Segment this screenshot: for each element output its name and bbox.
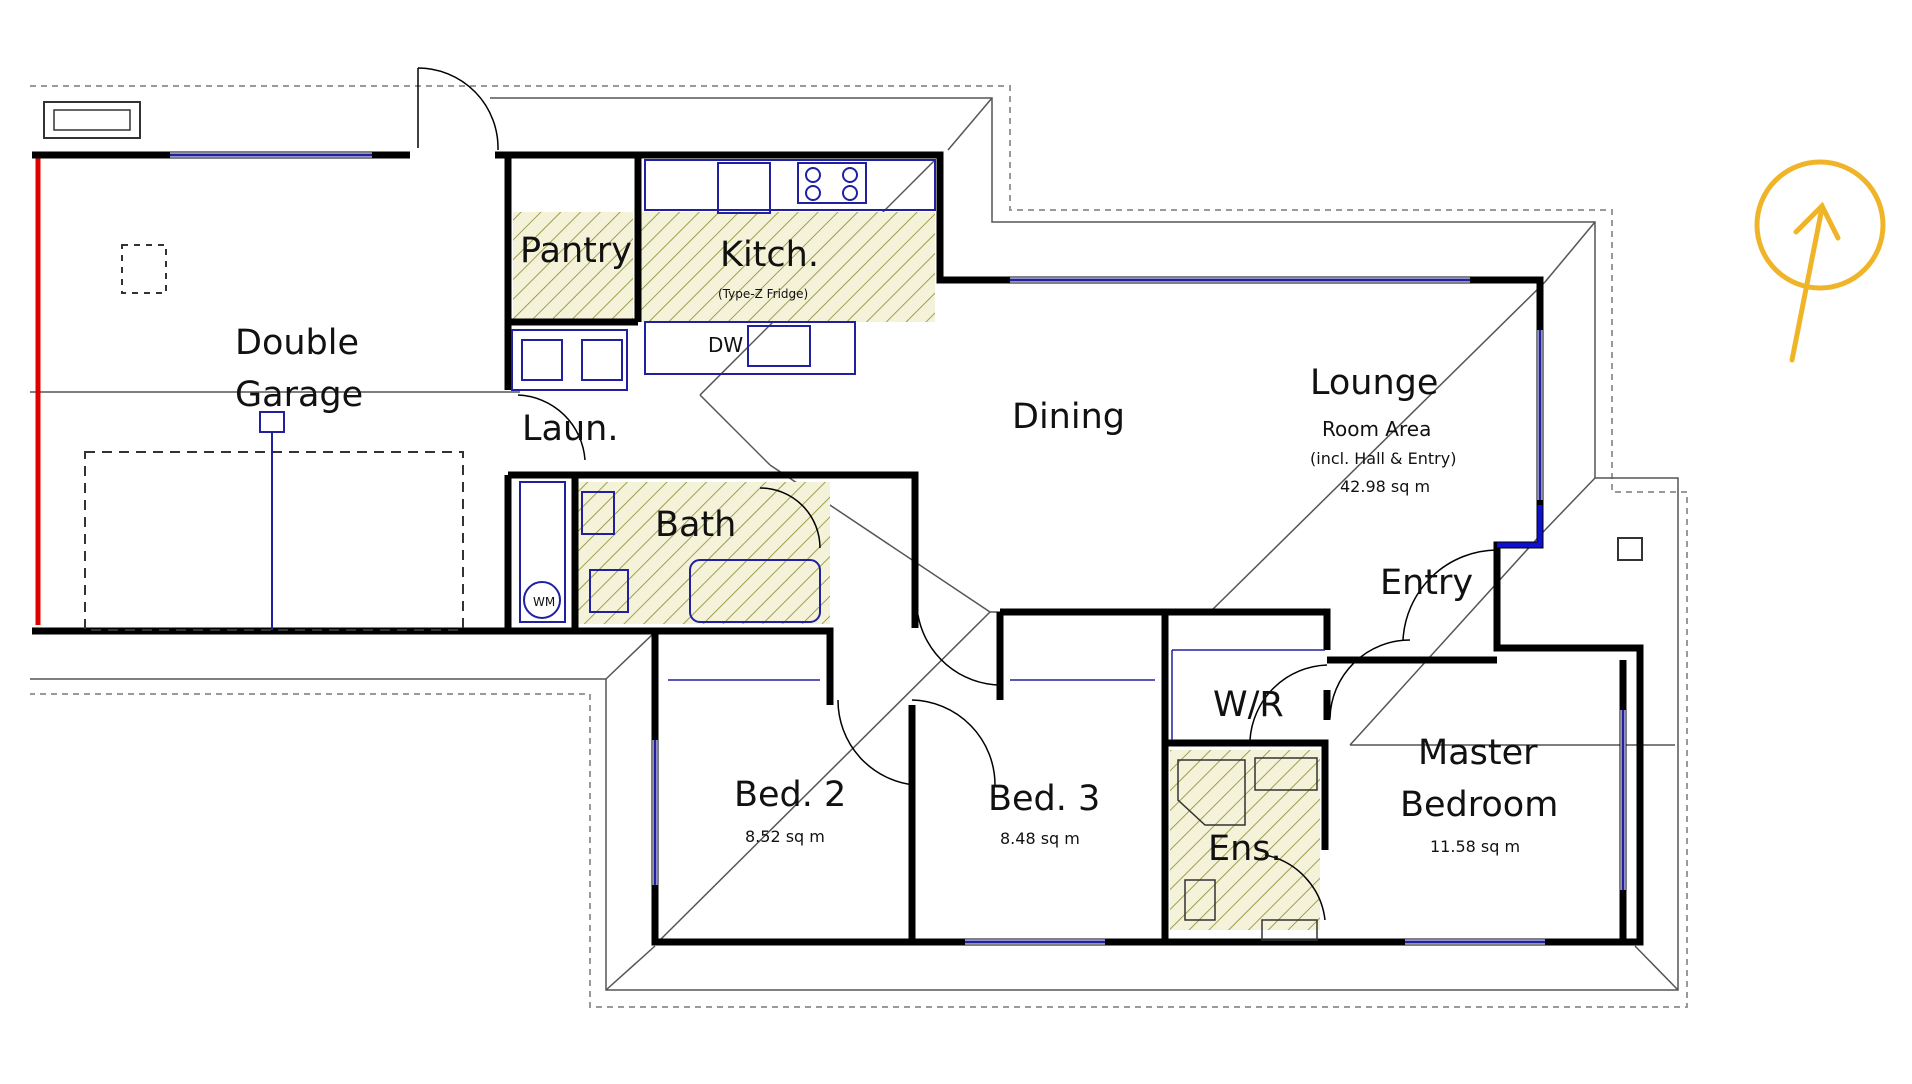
wet-areas xyxy=(513,212,1320,930)
dishwasher-label: DW xyxy=(708,333,743,357)
garage-label-line2: Garage xyxy=(235,375,363,415)
bath-label: Bath xyxy=(655,505,736,545)
wardrobes xyxy=(668,649,1325,740)
master-label-line2: Bedroom xyxy=(1400,785,1558,825)
ensuite-fixtures xyxy=(1177,757,1318,941)
kitchen-fixtures xyxy=(511,159,936,623)
bed2-area: 8.52 sq m xyxy=(745,827,825,846)
north-arrow-icon xyxy=(1754,159,1886,363)
garage-door-motor xyxy=(259,411,285,630)
master-area: 11.58 sq m xyxy=(1430,837,1520,856)
washing-machine-label: WM xyxy=(533,595,555,609)
kitchen-floor xyxy=(640,212,935,322)
bed3-label: Bed. 3 xyxy=(988,779,1100,819)
entry-label: Entry xyxy=(1380,563,1473,603)
eaves-outline xyxy=(30,85,1688,1008)
bed2-label: Bed. 2 xyxy=(734,775,846,815)
laundry-label: Laun. xyxy=(522,409,618,449)
garage-skylight xyxy=(43,101,141,139)
kitchen-label: Kitch. xyxy=(720,235,819,275)
lounge-sub: Room Area xyxy=(1322,417,1431,441)
lounge-note: (incl. Hall & Entry) xyxy=(1310,449,1456,468)
wr-label: W/R xyxy=(1213,685,1284,725)
bed3-area: 8.48 sq m xyxy=(1000,829,1080,848)
lounge-area: 42.98 sq m xyxy=(1340,477,1430,496)
bath-floor xyxy=(575,482,830,624)
pantry-floor xyxy=(513,212,633,322)
ensuite-label: Ens. xyxy=(1208,829,1282,869)
garage-fixtures xyxy=(84,244,464,631)
dining-label: Dining xyxy=(1012,397,1125,437)
garage-label-line1: Double xyxy=(235,323,359,363)
master-label-line1: Master xyxy=(1418,733,1538,773)
kitchen-note: (Type-Z Fridge) xyxy=(718,287,808,301)
meter-box xyxy=(1617,537,1643,561)
lounge-label: Lounge xyxy=(1310,363,1438,403)
door-swings xyxy=(417,67,1498,921)
pantry-label: Pantry xyxy=(520,231,632,271)
windows xyxy=(170,152,1626,945)
